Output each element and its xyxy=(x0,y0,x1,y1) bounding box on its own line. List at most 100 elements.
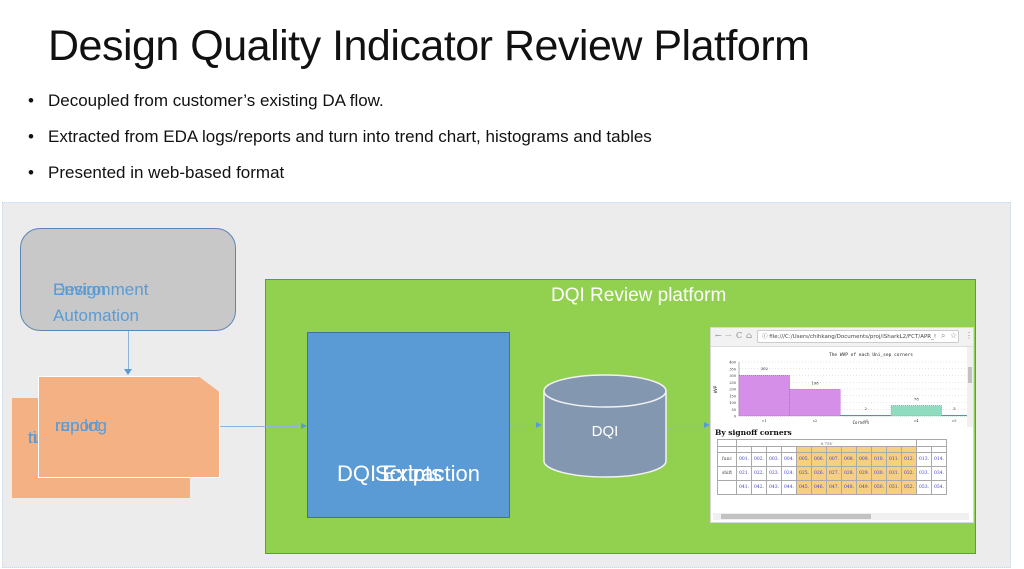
arrow-down-icon xyxy=(124,369,132,375)
table-cell-link[interactable]: 050. xyxy=(871,480,887,495)
y-tick-label: 50 xyxy=(732,408,736,412)
table-cell-link[interactable]: 045. xyxy=(796,480,812,495)
scripts-label-line: DQI Extraction xyxy=(336,461,481,486)
table-cell-link[interactable]: 011. xyxy=(886,452,902,467)
table-cell-link[interactable]: 006. xyxy=(811,452,827,467)
forward-icon[interactable]: → xyxy=(725,331,732,340)
table-cell-link[interactable]: 002. xyxy=(751,452,767,467)
table-cell-link[interactable]: 004. xyxy=(781,452,797,467)
horizontal-scrollbar[interactable] xyxy=(713,513,969,520)
table-cell-link[interactable]: 027. xyxy=(826,466,842,481)
table-cell-link[interactable]: 053. xyxy=(916,480,932,495)
table-cell-link[interactable]: 046. xyxy=(811,480,827,495)
menu-icon[interactable]: ⋮ xyxy=(965,331,973,340)
data-label: 3 xyxy=(953,406,956,411)
table-cell-link[interactable]: 043. xyxy=(766,480,782,495)
x-tick-label: c1 xyxy=(762,419,766,423)
reload-icon[interactable]: C xyxy=(736,331,743,340)
table-cell-link[interactable]: 003. xyxy=(766,452,782,467)
table-cell-link[interactable]: 049. xyxy=(856,480,872,495)
table-cell-link[interactable]: 041. xyxy=(736,480,752,495)
table-cell-link[interactable]: 052. xyxy=(901,480,917,495)
table-cell-link[interactable]: 008. xyxy=(841,452,857,467)
table-cell-link[interactable]: 033. xyxy=(916,466,932,481)
table-cell-link[interactable]: 051. xyxy=(886,480,902,495)
table-cell-link[interactable]: 032. xyxy=(901,466,917,481)
arrow-right-icon xyxy=(704,422,710,428)
table-cell-link[interactable]: 047. xyxy=(826,480,842,495)
vertical-scrollbar[interactable] xyxy=(967,347,973,427)
x-tick-label: c2 xyxy=(813,419,817,423)
data-label: 2 xyxy=(864,406,867,411)
table-cell-link[interactable]: 025. xyxy=(796,466,812,481)
table-cell-link[interactable]: 029. xyxy=(856,466,872,481)
doc-line: report xyxy=(55,416,100,435)
table-cell-link[interactable]: 001. xyxy=(736,452,752,467)
table-cell-link[interactable]: 030. xyxy=(871,466,887,481)
table-cell-link[interactable]: 022. xyxy=(751,466,767,481)
data-label: 198 xyxy=(811,380,819,385)
connector-line xyxy=(510,425,536,426)
arrow-right-icon xyxy=(301,423,307,429)
connector-line xyxy=(668,425,704,426)
table-cell-link[interactable]: 031. xyxy=(886,466,902,481)
y-tick-label: 200 xyxy=(729,388,736,392)
row-header xyxy=(717,480,737,495)
table-corner-cell xyxy=(717,439,737,447)
table-cell-link[interactable]: 021. xyxy=(736,466,752,481)
scrollbar-thumb[interactable] xyxy=(721,514,871,519)
table-cell-link[interactable]: 010. xyxy=(871,452,887,467)
url-bar[interactable]: ⓘ file:///C:/Users/chihkang/Documents/pr… xyxy=(757,330,959,343)
star-icon[interactable]: ☆ xyxy=(950,331,958,340)
database-icon xyxy=(543,374,667,478)
table-cell-link[interactable]: 007. xyxy=(826,452,842,467)
chart-bar xyxy=(890,405,942,417)
dqi-database-cylinder: DQI xyxy=(542,373,668,479)
table-cell-link[interactable]: 013. xyxy=(916,452,932,467)
x-tick-label: c4 xyxy=(914,419,919,423)
y-tick-label: 400 xyxy=(729,361,736,365)
table-cell-link[interactable]: 034. xyxy=(931,466,947,481)
y-tick-label: 300 xyxy=(729,374,736,378)
table-cell-link[interactable]: 026. xyxy=(811,466,827,481)
y-tick-label: 350 xyxy=(729,367,736,371)
table-cell-link[interactable]: 048. xyxy=(841,480,857,495)
table-cell-link[interactable]: 028. xyxy=(841,466,857,481)
bullet-icon: • xyxy=(28,91,34,110)
table-cell-link[interactable]: 012. xyxy=(901,452,917,467)
chart-bar xyxy=(840,414,892,417)
table-cell-link[interactable]: 054. xyxy=(931,480,947,495)
dae-label-line: Environment xyxy=(53,280,149,299)
data-label: 78 xyxy=(914,396,919,401)
table-cell-link[interactable]: 024. xyxy=(781,466,797,481)
chart-bar xyxy=(941,414,968,417)
back-icon[interactable]: ← xyxy=(715,331,722,340)
chart-bar xyxy=(789,389,841,417)
home-icon[interactable]: ⌂ xyxy=(746,331,753,340)
table-cell-link[interactable]: 014. xyxy=(931,452,947,467)
bullet-text: Decoupled from customer’s existing DA fl… xyxy=(48,91,384,110)
table-cell-link[interactable]: 023. xyxy=(766,466,782,481)
scripts-label-line: Scripts xyxy=(374,461,443,486)
zoom-icon[interactable]: ⌕ xyxy=(941,331,946,340)
doc-line: ... xyxy=(55,416,70,435)
bullet-text: Presented in web-based format xyxy=(48,163,285,182)
table-cell-link[interactable]: 044. xyxy=(781,480,797,495)
bullet-list: • Decoupled from customer’s existing DA f… xyxy=(14,90,652,198)
table-cell-link[interactable]: 042. xyxy=(751,480,767,495)
table-cell-link[interactable]: 009. xyxy=(856,452,872,467)
row-header: shift xyxy=(717,466,737,481)
y-tick-label: 100 xyxy=(729,401,736,405)
voltage-header: 0.75V xyxy=(736,439,917,447)
bullet-icon: • xyxy=(28,163,34,182)
platform-label: DQI Review platform xyxy=(551,285,727,306)
row-header: func xyxy=(717,452,737,467)
table-cell-link[interactable]: 005. xyxy=(796,452,812,467)
browser-toolbar: ← → C ⌂ ⓘ file:///C:/Users/chihkang/Docu… xyxy=(711,328,973,347)
connector-line xyxy=(128,331,129,371)
scrollbar-thumb[interactable] xyxy=(968,367,972,383)
